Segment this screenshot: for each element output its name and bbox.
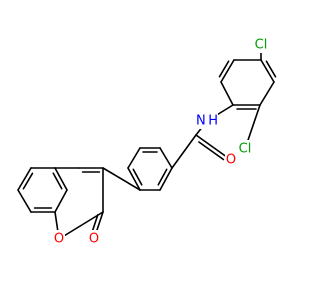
bond-d5-d6 xyxy=(220,59,235,83)
bond-bz1-bz2-second xyxy=(22,172,34,190)
ring-o-label: O xyxy=(54,232,64,247)
cl-bottom-label: Cl xyxy=(239,142,252,157)
bond-pa-pb xyxy=(127,167,141,191)
bond-cam-oam-second xyxy=(198,141,225,161)
bond-c2-o1 xyxy=(58,211,104,240)
bond-d2-d3 xyxy=(259,81,275,106)
bond-pd-pe xyxy=(159,147,173,169)
bond-d3-d4 xyxy=(260,59,275,83)
atom-lactone-o: O xyxy=(88,230,100,247)
bond-bz3-bz4-second xyxy=(52,172,63,190)
bond-pe-pf-second xyxy=(157,168,168,186)
bond-pa-pb-second xyxy=(132,168,143,186)
bond-pe-pf xyxy=(159,167,173,191)
molecule-structure: Cl Cl N H O O O xyxy=(17,36,277,247)
bond-c3-pa xyxy=(102,167,141,191)
amide-o-label: O xyxy=(226,153,236,168)
cl-top-label: Cl xyxy=(255,38,268,53)
bond-d6-d1 xyxy=(220,81,234,106)
nh-label: N H xyxy=(196,114,218,129)
atom-cl-top: Cl xyxy=(252,36,270,53)
bond-bz1-bz2 xyxy=(17,167,32,191)
atom-cl-bottom: Cl xyxy=(236,140,254,157)
bond-bz4-bz5 xyxy=(54,189,68,213)
bond-bz3-bz4 xyxy=(54,167,68,191)
bond-d5-d6-second xyxy=(218,60,230,78)
atom-amide-o: O xyxy=(225,151,237,168)
atom-nh: N H xyxy=(196,112,218,129)
atom-ring-o: O xyxy=(53,230,65,247)
bond-pe-cam xyxy=(171,134,197,169)
lactone-o-label: O xyxy=(89,232,99,247)
bond-bz6-bz1 xyxy=(17,189,32,213)
bond-pb-pc xyxy=(127,147,141,169)
bond-d3-d4-second xyxy=(265,60,277,78)
atom-label-layer: Cl Cl N H O O O xyxy=(53,36,270,247)
